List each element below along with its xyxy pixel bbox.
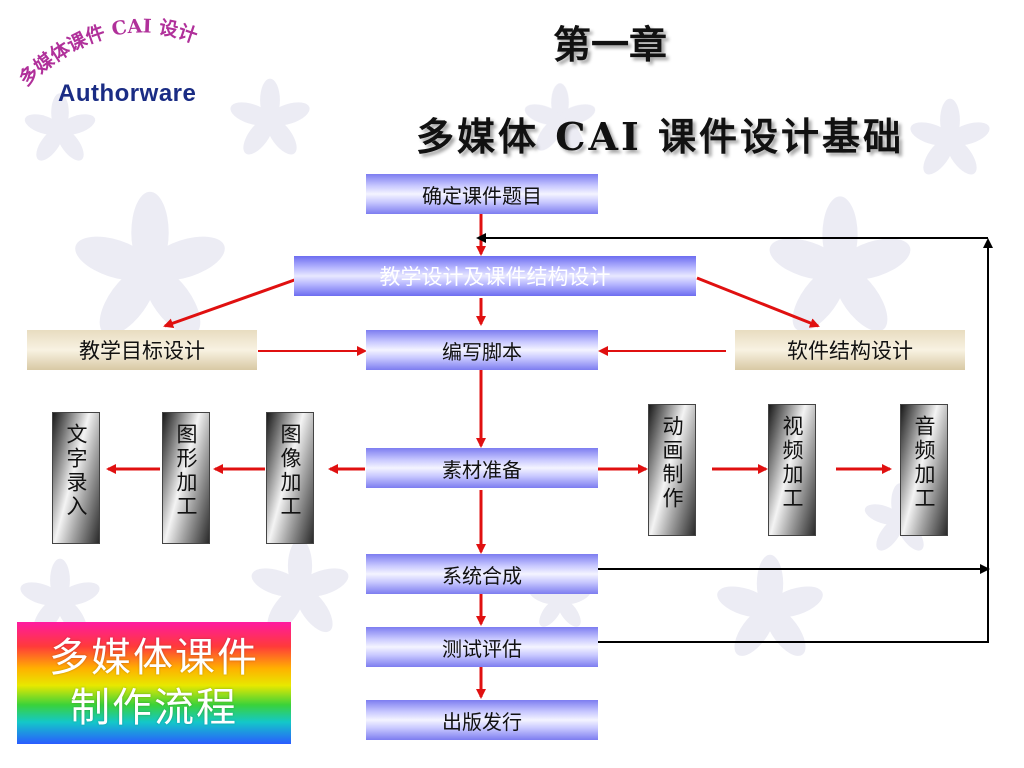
process-banner: 多媒体课件 制作流程 bbox=[17, 622, 291, 744]
box-materials: 素材准备 bbox=[366, 448, 598, 488]
banner-line-1: 多媒体课件 bbox=[49, 635, 259, 681]
box-text-input-label: 文字录入 bbox=[64, 423, 88, 519]
box-text-input: 文字录入 bbox=[52, 412, 100, 544]
box-script: 编写脚本 bbox=[366, 330, 598, 370]
chapter-title: 第一章 bbox=[552, 22, 667, 67]
box-video-edit-label: 视频加工 bbox=[780, 415, 804, 511]
logo-arc-text: 多媒体课件 CAI 设计 bbox=[14, 15, 200, 90]
box-audio-edit-label: 音频加工 bbox=[912, 415, 936, 511]
box-topic: 确定课件题目 bbox=[366, 174, 598, 214]
box-graphic-edit: 图形加工 bbox=[162, 412, 210, 544]
box-software-structure: 软件结构设计 bbox=[735, 330, 965, 370]
arrow-design-to-goal bbox=[163, 276, 301, 329]
box-image-edit-label: 图像加工 bbox=[278, 423, 302, 519]
box-integration: 系统合成 bbox=[366, 554, 598, 594]
box-video-edit: 视频加工 bbox=[768, 404, 816, 536]
box-publish: 出版发行 bbox=[366, 700, 598, 740]
box-teaching-structure: 教学设计及课件结构设计 bbox=[294, 256, 696, 296]
box-audio-edit: 音频加工 bbox=[900, 404, 948, 536]
slide-subtitle: 多媒体 CAI 课件设计基础 bbox=[416, 114, 904, 159]
box-animation-label: 动画制作 bbox=[660, 415, 684, 511]
box-animation: 动画制作 bbox=[648, 404, 696, 536]
box-image-edit: 图像加工 bbox=[266, 412, 314, 544]
arrow-design-to-software bbox=[696, 276, 820, 328]
box-graphic-edit-label: 图形加工 bbox=[174, 423, 198, 519]
logo-authorware: Authorware bbox=[58, 80, 197, 107]
box-testing: 测试评估 bbox=[366, 627, 598, 667]
banner-line-2: 制作流程 bbox=[70, 685, 238, 731]
box-teaching-goal: 教学目标设计 bbox=[27, 330, 257, 370]
arrow-testing-feedback bbox=[598, 238, 993, 643]
